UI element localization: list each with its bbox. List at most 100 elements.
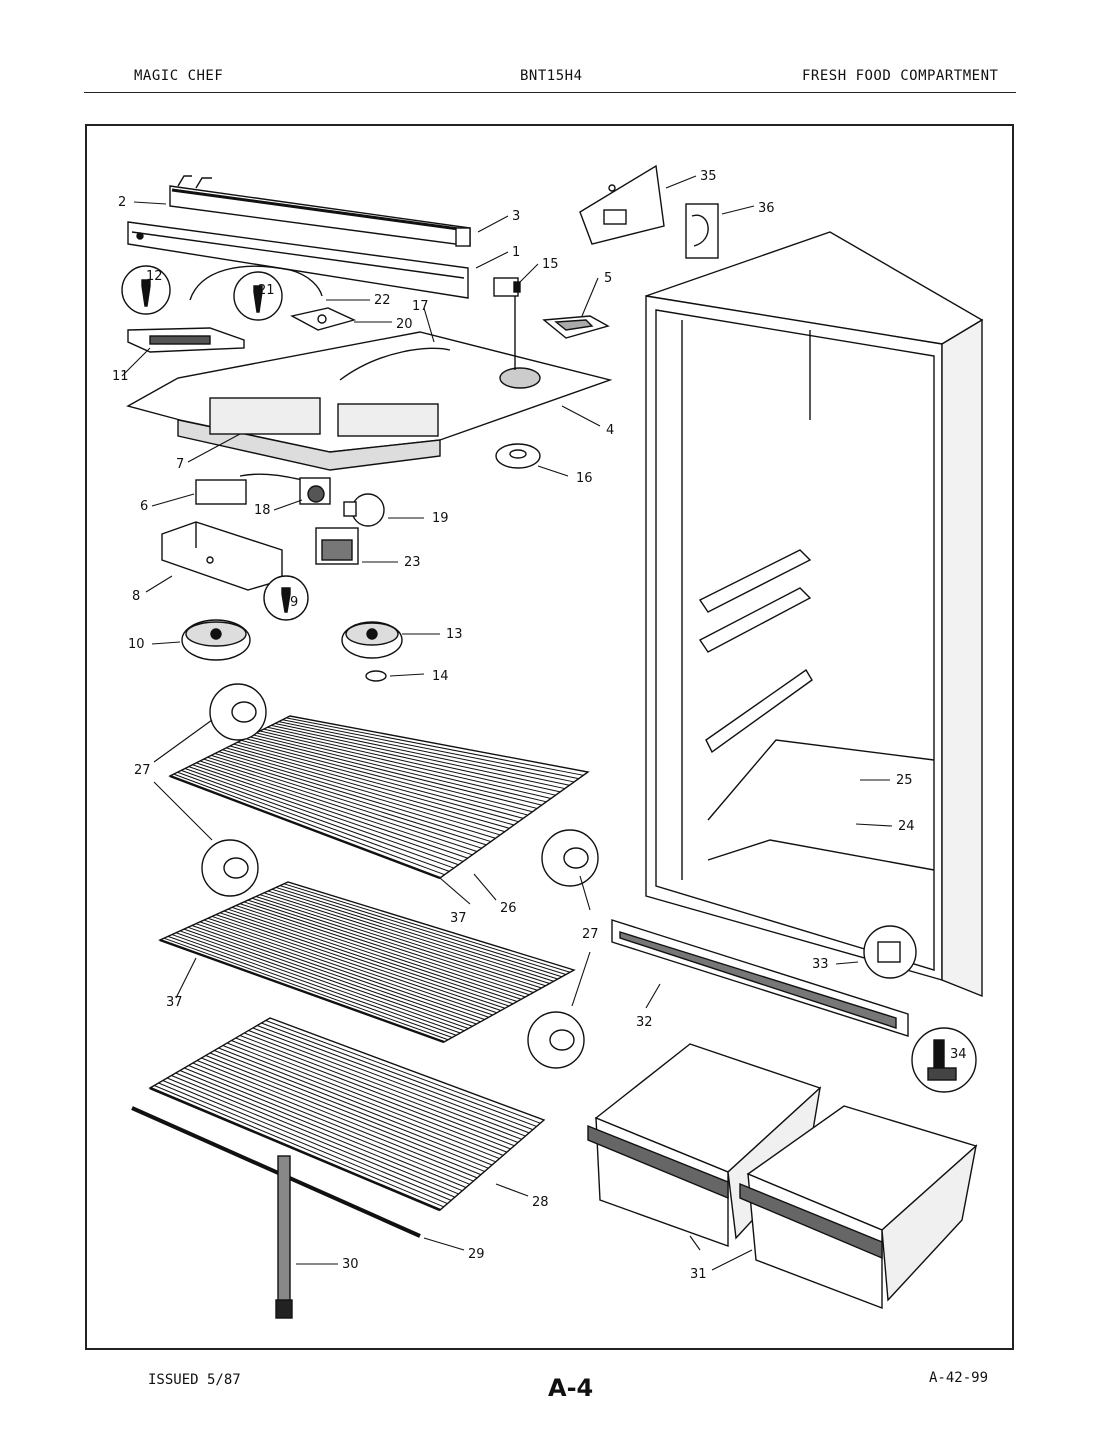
- callout-6: 6: [140, 499, 148, 514]
- shelf-lower-26: [158, 881, 576, 1044]
- shelf-wire: [263, 892, 550, 984]
- control-box-8: [161, 521, 283, 591]
- control-housing: [126, 296, 613, 471]
- shelf-wire: [196, 762, 473, 856]
- shelf-wire: [219, 912, 506, 1009]
- washer-14: [365, 670, 387, 682]
- shelf-wire: [227, 908, 514, 1005]
- shelf-wire: [248, 736, 538, 809]
- shelf-wire: [192, 1062, 478, 1179]
- shelf-wire: [214, 1050, 496, 1163]
- shelf-wire: [241, 739, 529, 816]
- callout-29: 29: [468, 1247, 485, 1262]
- control-dial-13: [341, 621, 403, 659]
- shelf-wire: [255, 896, 542, 989]
- shelf-wire: [251, 897, 538, 991]
- shelf-endcap-detail-4: [527, 1011, 585, 1069]
- callout-3: 3: [512, 209, 520, 224]
- shelf-wire: [244, 1032, 522, 1140]
- cabinet-liner: [645, 231, 984, 998]
- shelf-wire: [226, 747, 510, 829]
- callout-30: 30: [342, 1257, 359, 1272]
- callout-15: 15: [542, 257, 559, 272]
- shelf-wire: [286, 717, 584, 776]
- shelf-wire: [175, 932, 461, 1034]
- shelf-wire: [226, 1042, 508, 1153]
- shelf-wire: [162, 1080, 452, 1201]
- callout-26: 26: [500, 901, 517, 916]
- shelf-wire: [203, 919, 489, 1018]
- shelf-wire: [199, 921, 485, 1020]
- shelf-wire: [267, 726, 561, 793]
- callout-11: 11: [112, 369, 129, 384]
- shelf-wire: [211, 915, 497, 1014]
- shelf-wire: [218, 751, 501, 836]
- shelf-wire: [265, 1020, 541, 1124]
- shelf-wire: [188, 1065, 474, 1182]
- shelf-wire: [207, 756, 487, 846]
- callout-21: 21: [258, 283, 275, 298]
- callout-34: 34: [950, 1047, 967, 1062]
- shelf-wire: [244, 738, 533, 813]
- shelf-wire: [231, 1040, 511, 1150]
- shelf-wire: [235, 905, 522, 1000]
- shelf-wire: [201, 1057, 485, 1172]
- control-dial-10: [181, 619, 251, 661]
- shelf-wire: [243, 901, 530, 996]
- shelf-upper-26: [168, 715, 590, 880]
- callout-2: 2: [118, 195, 126, 210]
- shelf-wire: [158, 1082, 448, 1205]
- shelf-wire: [184, 768, 459, 866]
- shelf-wire: [192, 764, 468, 859]
- shelf-wire: [252, 1027, 530, 1134]
- hinge-clip-33: [863, 925, 917, 979]
- callout-37-lower: 37: [166, 995, 183, 1010]
- shelf-wire: [187, 926, 473, 1027]
- shelf-wire: [179, 930, 465, 1032]
- callout-23: 23: [404, 555, 421, 570]
- shelf-endcap-detail-2: [201, 839, 259, 897]
- light-switch-11: [127, 327, 245, 353]
- shelf-wire: [239, 1035, 519, 1143]
- footer-issued: ISSUED 5/87: [148, 1372, 241, 1388]
- shelf-wire: [203, 758, 482, 849]
- screw-detail-21: [233, 271, 283, 321]
- shelf-wire: [167, 935, 453, 1038]
- shelf-wire: [177, 771, 450, 872]
- shelf-wire: [248, 1030, 526, 1137]
- glass-shelf-28: [148, 1017, 546, 1212]
- callout-35: 35: [700, 169, 717, 184]
- shelf-wire: [195, 923, 481, 1023]
- callout-4: 4: [606, 423, 614, 438]
- callout-32: 32: [636, 1015, 653, 1030]
- callout-5: 5: [604, 271, 612, 286]
- shelf-wire: [274, 723, 570, 786]
- shelf-wire: [171, 1075, 459, 1195]
- diagram-frame: [85, 124, 1014, 1350]
- shelf-wire: [239, 903, 526, 998]
- shelf-wire: [223, 910, 510, 1007]
- callout-25: 25: [896, 773, 913, 788]
- cabinet-foot-34: [911, 1027, 977, 1093]
- shelf-wire: [222, 1045, 504, 1156]
- shelf-wire: [222, 749, 505, 833]
- shelf-wire: [271, 888, 558, 980]
- shelf-wire: [179, 1070, 467, 1188]
- callout-10: 10: [128, 637, 145, 652]
- shelf-wire: [207, 917, 493, 1016]
- shelf-wire: [233, 743, 519, 823]
- callout-1: 1: [512, 245, 520, 260]
- shelf-wire: [263, 728, 556, 796]
- mounting-clip-35: [579, 164, 665, 245]
- footer-page-number: A-4: [548, 1374, 594, 1402]
- hinge-36: [685, 203, 719, 259]
- header-section: FRESH FOOD COMPARTMENT: [802, 68, 999, 84]
- shelf-wire: [154, 1085, 444, 1208]
- callout-17: 17: [412, 299, 429, 314]
- callout-14: 14: [432, 669, 449, 684]
- grommet-16: [495, 443, 541, 469]
- leader-lines: [121, 175, 893, 1271]
- crisper-right-31: [739, 1105, 978, 1310]
- callout-12: 12: [146, 269, 163, 284]
- callout-19: 19: [432, 511, 449, 526]
